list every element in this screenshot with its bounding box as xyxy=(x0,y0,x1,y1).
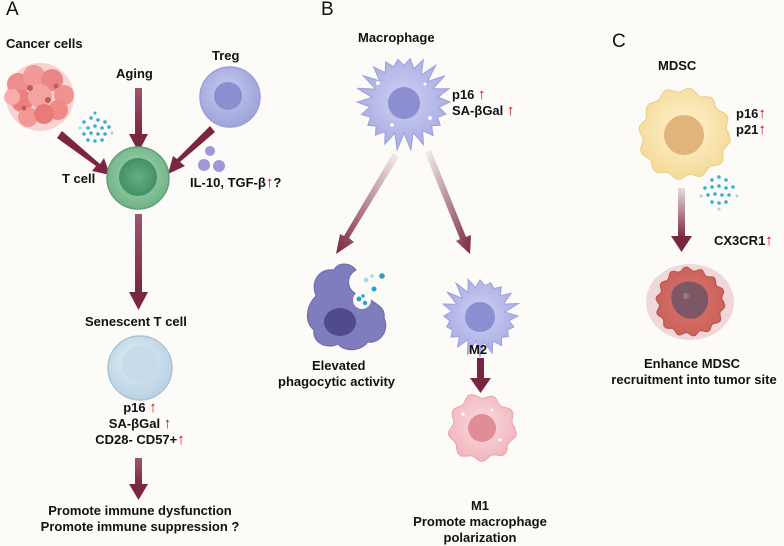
cancer-cells-label: Cancer cells xyxy=(6,36,83,51)
up-arrow-icon: ↑ xyxy=(478,86,486,103)
arrows-panel-a xyxy=(57,88,215,500)
panel-b-letter: B xyxy=(321,0,334,20)
m2-label: M2 xyxy=(469,342,488,357)
panel-c-letter: C xyxy=(612,31,626,52)
cytokines-suffix: ? xyxy=(273,175,282,190)
polarization-line-2: polarization xyxy=(443,530,517,545)
t-cell-label: T cell xyxy=(62,171,96,186)
phagocytosed-particles xyxy=(363,273,385,292)
up-arrow-icon: ↑ xyxy=(177,431,185,448)
up-arrow-icon: ↑ xyxy=(758,121,766,138)
recruitment-label: recruitment into tumor site xyxy=(611,372,777,387)
up-arrow-icon: ↑ xyxy=(758,105,766,122)
immune-dysfunction-text: Promote immune dysfunction xyxy=(48,503,232,518)
macrophage-markers: p16 ↑ SA-βGal ↑ xyxy=(452,87,514,119)
secreted-factors-dots xyxy=(78,111,114,143)
cytokines-label: IL-10, TGF-β↑? xyxy=(190,175,281,191)
up-arrow-icon: ↑ xyxy=(149,399,157,416)
cytokines-text: IL-10, TGF-β xyxy=(190,175,266,190)
marker-p21: p21↑ xyxy=(736,121,766,138)
marker-sa-bgal: SA-βGal ↑ xyxy=(108,415,172,432)
treg-label: Treg xyxy=(212,48,240,63)
panel-a-letter: A xyxy=(6,0,19,20)
tumor-site xyxy=(646,264,734,340)
senescent-t-cell-label: Senescent T cell xyxy=(85,314,187,329)
mdsc-markers: p16↑ p21↑ xyxy=(736,106,766,138)
marker-p16: p16↑ xyxy=(736,105,766,122)
enhance-mdsc-label: Enhance MDSC xyxy=(643,356,741,371)
cx3cr1-label: CX3CR1↑ xyxy=(714,232,773,249)
marker-sa-bgal: SA-βGal ↑ xyxy=(452,102,515,119)
t-cell xyxy=(106,146,170,210)
aging-label: Aging xyxy=(116,66,153,81)
immune-suppression-text: Promote immune suppression ? xyxy=(40,519,240,534)
phagocyte-cell xyxy=(307,263,387,351)
cytokine-spheres xyxy=(198,146,225,172)
m1-label: M1 xyxy=(470,498,490,513)
treg-cell xyxy=(199,66,261,128)
marker-p16: p16 ↑ xyxy=(123,399,157,416)
up-arrow-cytokines: ↑ xyxy=(265,174,274,191)
polarization-line-1: Promote macrophage xyxy=(413,514,547,529)
marker-cd28-cd57: CD28- CD57+↑ xyxy=(95,431,185,448)
cancer-cells-cluster xyxy=(4,63,74,131)
macrophage-cell xyxy=(355,57,452,152)
senescent-t-cell xyxy=(107,335,173,401)
senescent-markers: p16 ↑ SA-βGal ↑ CD28- CD57+↑ xyxy=(40,400,240,448)
mdsc-cell xyxy=(638,87,731,180)
up-arrow-icon: ↑ xyxy=(163,415,172,432)
marker-p16: p16 ↑ xyxy=(452,86,486,103)
m1-macrophage-cell xyxy=(448,393,517,462)
elevated-label: Elevated xyxy=(312,358,366,373)
arrow-panel-c xyxy=(671,188,692,252)
up-arrow-icon: ↑ xyxy=(506,102,515,119)
up-arrow-icon: ↑ xyxy=(765,232,773,249)
chemokine-dots xyxy=(699,175,739,211)
arrows-panel-b xyxy=(336,150,491,393)
phagocytic-activity-label: phagocytic activity xyxy=(278,374,396,389)
m2-macrophage-cell xyxy=(441,277,521,358)
macrophage-label: Macrophage xyxy=(358,30,435,45)
mdsc-label: MDSC xyxy=(658,58,697,73)
